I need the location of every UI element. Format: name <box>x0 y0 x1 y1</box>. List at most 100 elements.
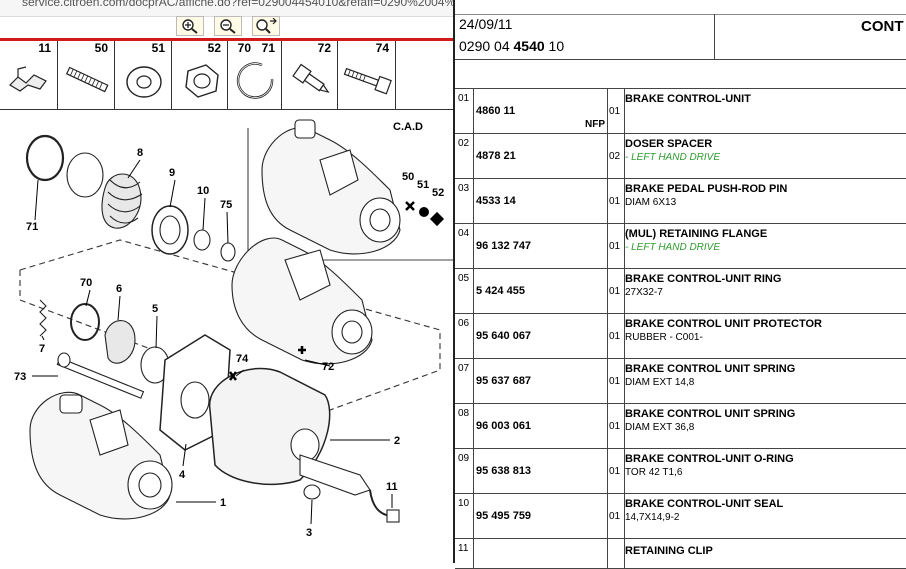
part-cell-51[interactable]: 51 <box>115 41 172 109</box>
pane-divider[interactable] <box>453 0 456 563</box>
part-detail: 27X32-7 <box>625 287 663 298</box>
part-cell-74[interactable]: 74 <box>338 41 396 109</box>
index-cell: 09 <box>455 449 474 493</box>
part-description: BRAKE CONTROL-UNIT <box>625 93 751 105</box>
index-cell: 04 <box>455 224 474 268</box>
callout-5: 5 <box>152 303 158 315</box>
part-reference[interactable]: 4860 11 <box>476 105 516 117</box>
reference-cell <box>474 539 608 569</box>
zoom-out-button[interactable] <box>214 16 242 36</box>
part-reference[interactable]: 95 638 813 <box>476 465 532 477</box>
cad-label: C.A.D <box>393 121 423 133</box>
index-cell: 08 <box>455 404 474 448</box>
part-number: 74 <box>375 41 389 55</box>
table-row[interactable]: 11 RETAINING CLIP <box>455 539 906 569</box>
part-reference[interactable]: 96 132 747 <box>476 240 532 252</box>
quantity-cell: 01 <box>607 404 625 448</box>
part-cell-72[interactable]: 72 <box>282 41 338 109</box>
zoom-fit-button[interactable] <box>252 16 280 36</box>
quantity: 01 <box>609 466 621 477</box>
header-divider <box>714 14 715 60</box>
quantity-cell: 01 <box>607 89 625 133</box>
part-detail: - LEFT HAND DRIVE <box>625 242 721 253</box>
callout-3: 3 <box>306 527 312 539</box>
part-number: 72 <box>317 41 331 55</box>
nfp-flag: NFP <box>585 119 605 130</box>
quantity-cell: 02 <box>607 134 625 178</box>
stud-icon <box>65 66 109 93</box>
part-reference[interactable]: 96 003 061 <box>476 420 532 432</box>
quantity-cell: 01 <box>607 314 625 358</box>
part-reference[interactable]: 4878 21 <box>476 150 516 162</box>
reference-cell: 95 637 687 <box>474 359 608 403</box>
reference-cell: 95 495 759 <box>474 494 608 538</box>
quantity: 01 <box>609 376 621 387</box>
diagram-pane: service.citroen.com/docprAC/affiche.do?r… <box>0 0 454 563</box>
part-cell-50[interactable]: 50 <box>58 41 115 109</box>
part-reference[interactable]: 5 424 455 <box>476 285 525 297</box>
zoom-in-button[interactable] <box>176 16 204 36</box>
part-detail: 14,7X14,9-2 <box>625 512 680 523</box>
part-cell-70-71[interactable]: 70 71 <box>228 41 282 109</box>
part-detail: - LEFT HAND DRIVE <box>625 152 721 163</box>
quantity-cell: 01 <box>607 269 625 313</box>
callout-72: 72 <box>322 361 334 373</box>
reference-cell: 95 640 067 <box>474 314 608 358</box>
quantity-cell: 01 <box>607 449 625 493</box>
part-number: 70 <box>237 41 251 55</box>
row-index: 01 <box>458 93 470 104</box>
part-number: 11 <box>38 41 51 55</box>
washer-icon <box>126 66 162 98</box>
callout-71: 71 <box>26 221 38 233</box>
part-reference[interactable]: 95 637 687 <box>476 375 532 387</box>
part-cell-52[interactable]: 52 <box>172 41 228 109</box>
part-description: BRAKE CONTROL-UNIT O-RING <box>625 453 794 465</box>
quantity: 01 <box>609 106 621 117</box>
part-cell-11[interactable]: 11 <box>0 41 58 109</box>
quantity-cell: 01 <box>607 359 625 403</box>
table-row[interactable]: 01 4860 11 NFP 01 BRAKE CONTROL-UNIT <box>455 89 906 134</box>
quantity-cell: 01 <box>607 494 625 538</box>
callout-6: 6 <box>116 283 122 295</box>
part-description: BRAKE CONTROL UNIT PROTECTOR <box>625 318 822 330</box>
reference-cell: 96 132 747 <box>474 224 608 268</box>
part-description: RETAINING CLIP <box>625 545 713 557</box>
part-reference[interactable]: 95 640 067 <box>476 330 532 342</box>
part-reference[interactable]: 4533 14 <box>476 195 516 207</box>
zoom-in-icon <box>182 19 198 34</box>
address-bar[interactable]: service.citroen.com/docprAC/affiche.do?r… <box>0 0 454 17</box>
part-detail: DIAM EXT 14,8 <box>625 377 695 388</box>
callout-2: 2 <box>394 435 400 447</box>
quantity-cell <box>607 539 625 569</box>
row-index: 07 <box>458 363 470 374</box>
zoom-out-icon <box>220 19 236 34</box>
part-detail: RUBBER - C001- <box>625 332 703 343</box>
index-cell: 01 <box>455 89 474 133</box>
callout-51: 51 <box>417 179 429 191</box>
part-description: (MUL) RETAINING FLANGE <box>625 228 768 240</box>
index-cell: 07 <box>455 359 474 403</box>
row-index: 05 <box>458 273 470 284</box>
circlip-icon <box>236 62 274 99</box>
part-reference[interactable]: 95 495 759 <box>476 510 532 522</box>
quantity: 01 <box>609 196 621 207</box>
row-index: 11 <box>458 543 469 554</box>
catalog-reference: 0290 04 4540 10 <box>459 38 565 54</box>
part-number: 71 <box>261 41 275 55</box>
row-index: 10 <box>458 498 470 509</box>
index-cell: 03 <box>455 179 474 223</box>
index-cell: 11 <box>455 539 474 569</box>
callout-75: 75 <box>220 199 232 211</box>
part-description: DOSER SPACER <box>625 138 713 150</box>
callout-73: 73 <box>14 371 26 383</box>
